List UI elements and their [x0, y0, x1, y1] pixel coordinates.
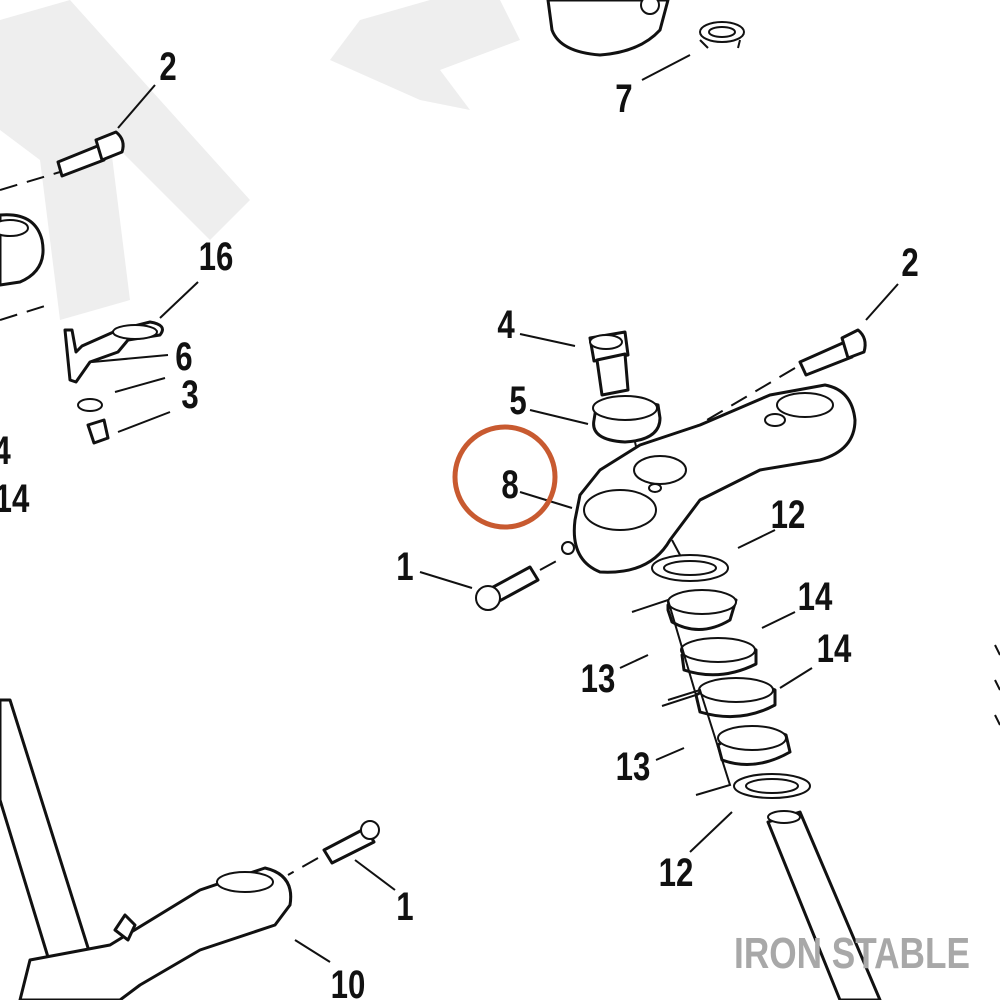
callout-8: 8 [501, 462, 518, 507]
callout-4-left: 4 [0, 428, 11, 473]
callout-14-left: 14 [0, 476, 29, 521]
bearing-stack [619, 529, 813, 853]
callout-12-bottom: 12 [659, 850, 694, 895]
left-fork-tube [0, 698, 97, 982]
callout-14-b: 14 [817, 626, 852, 671]
washer-and-screw-left [77, 377, 171, 445]
callout-14-a: 14 [798, 574, 833, 619]
callout-1-bottom: 1 [396, 884, 413, 929]
callout-13-b: 13 [616, 744, 651, 789]
callout-2-top: 2 [159, 44, 176, 89]
screw-1-bottom [287, 820, 396, 891]
highlight-circle [452, 424, 558, 530]
cap-5 [529, 395, 662, 456]
top-triple-clamp-part-8 [519, 383, 857, 574]
bg-letter-s [330, 0, 520, 110]
callout-1-mid: 1 [396, 544, 413, 589]
callout-13-a: 13 [581, 656, 616, 701]
background-watermark-shapes [0, 0, 520, 320]
callout-5: 5 [509, 378, 526, 423]
callout-labels: 2 7 16 6 3 4 14 2 4 5 8 1 12 14 14 13 13… [0, 44, 919, 1000]
watermark-logo-text: IRON STABLE [734, 929, 970, 978]
upper-bracket-part [546, 0, 745, 57]
callout-4: 4 [497, 302, 514, 347]
bolt-2-right [689, 283, 899, 431]
screw-1-mid [419, 557, 563, 611]
callout-7: 7 [615, 76, 632, 121]
callout-3: 3 [181, 372, 198, 417]
cable-bracket-part [63, 281, 199, 384]
bg-letter-n [0, 0, 250, 320]
screw-4 [519, 330, 630, 397]
left-top-clamp-part [0, 171, 61, 321]
bolt-2-left [56, 84, 156, 178]
callout-6: 6 [175, 334, 192, 379]
callout-2-right: 2 [901, 240, 918, 285]
callout-16: 16 [199, 234, 234, 279]
right-edge-marks [994, 644, 1000, 726]
stem-tube [766, 810, 882, 1000]
callout-12-top: 12 [771, 492, 806, 537]
leader-7 [641, 54, 691, 81]
callout-10: 10 [331, 962, 366, 1000]
lower-triple-clamp-part-10 [18, 866, 331, 1000]
